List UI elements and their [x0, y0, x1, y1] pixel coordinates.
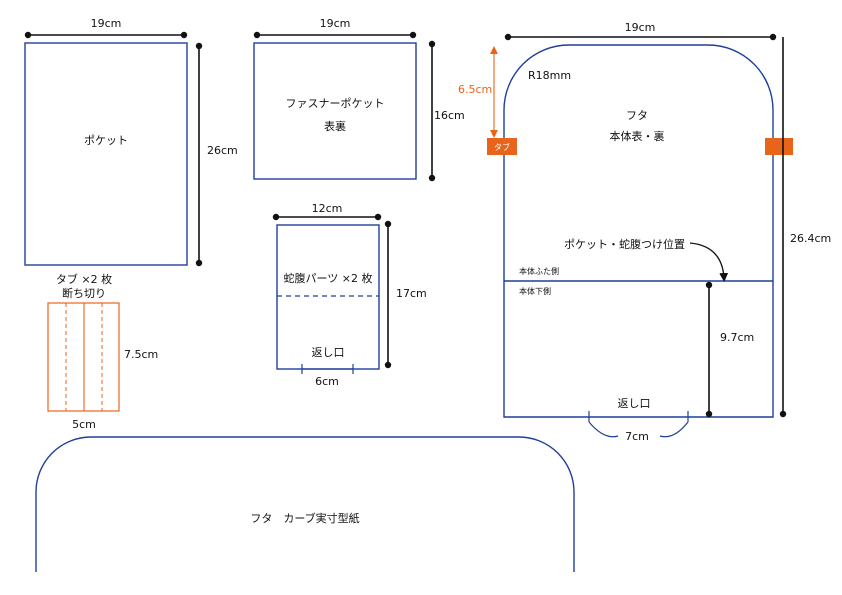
dim-dot [409, 31, 417, 39]
dim-dot [705, 281, 713, 289]
gusset-height-label: 17cm [396, 287, 427, 300]
body-piece: 19cm R18mm 6.5cm タブ フタ 本体表・裏 ポケット・蛇腹つけ位置… [458, 21, 831, 443]
body-width-label: 19cm [625, 21, 656, 34]
dim-dot [253, 31, 261, 39]
tab-label-line1: タブ ×2 枚 [56, 272, 112, 286]
pocket-label: ポケット [84, 134, 128, 147]
dim-dot [384, 220, 392, 228]
flap-side-label: 本体ふた側 [519, 266, 559, 276]
dim-dot [705, 410, 713, 418]
tab-marker-right [765, 138, 793, 155]
dim-dot [769, 33, 777, 41]
gusset-label: 蛇腹パーツ ×2 枚 [284, 271, 373, 285]
pocket-height-label: 26cm [207, 144, 238, 157]
tab-marker-left [487, 138, 517, 155]
lower-height-label: 9.7cm [720, 331, 754, 344]
placement-note-arrow [689, 242, 729, 282]
body-height-label: 26.4cm [790, 232, 831, 245]
dim-dot [195, 42, 203, 50]
dim-dot [272, 213, 280, 221]
zipper-pocket-piece: ファスナーポケット 表裏 19cm 16cm [253, 17, 465, 182]
gusset-opening-width-label: 6cm [315, 375, 339, 388]
body-outline [503, 44, 774, 418]
gusset-opening-label: 返し口 [312, 346, 345, 359]
dim-dot [24, 31, 32, 39]
zipper-pocket-outline [253, 42, 417, 180]
flap-template-piece: フタ カーブ実寸型紙 [35, 436, 575, 572]
pocket-width-label: 19cm [91, 17, 122, 30]
dim-dot [428, 40, 436, 48]
zipper-pocket-width-label: 19cm [320, 17, 351, 30]
gusset-width-label: 12cm [312, 202, 343, 215]
zipper-pocket-label-line1: ファスナーポケット [286, 97, 385, 110]
placement-note-label: ポケット・蛇腹つけ位置 [564, 237, 685, 251]
dim-dot [384, 361, 392, 369]
gusset-piece: 蛇腹パーツ ×2 枚 返し口 12cm 17cm 6cm [272, 202, 427, 388]
dim-dot [195, 259, 203, 267]
body-opening-label: 返し口 [618, 397, 651, 410]
dim-dot [428, 174, 436, 182]
dim-dot [779, 410, 787, 418]
dim-dot [180, 31, 188, 39]
body-radius-label: R18mm [528, 69, 571, 82]
pocket-outline [24, 42, 188, 266]
tab-piece: タブ ×2 枚 断ち切り 7.5cm 5cm [47, 272, 158, 431]
zipper-pocket-label-line2: 表裏 [324, 119, 346, 133]
dim-dot [374, 213, 382, 221]
tab-label-line2: 断ち切り [62, 286, 106, 300]
pocket-piece: ポケット 19cm 26cm [24, 17, 238, 267]
dim-dot [504, 33, 512, 41]
body-opening-curve-right [659, 421, 689, 438]
tab-marker-label: タブ [494, 142, 510, 152]
zipper-pocket-height-label: 16cm [434, 109, 465, 122]
body-label-line1: フタ [626, 109, 648, 122]
tab-height-label: 7.5cm [124, 348, 158, 361]
body-opening-width-label: 7cm [625, 430, 649, 443]
body-label-line2: 本体表・裏 [610, 129, 665, 143]
flap-template-outline [35, 436, 575, 572]
tab-width-label: 5cm [72, 418, 96, 431]
body-opening-curve-left [588, 421, 619, 438]
flap-template-label: フタ カーブ実寸型紙 [250, 511, 359, 525]
tab-offset-label: 6.5cm [458, 83, 492, 96]
bottom-side-label: 本体下側 [519, 286, 551, 296]
